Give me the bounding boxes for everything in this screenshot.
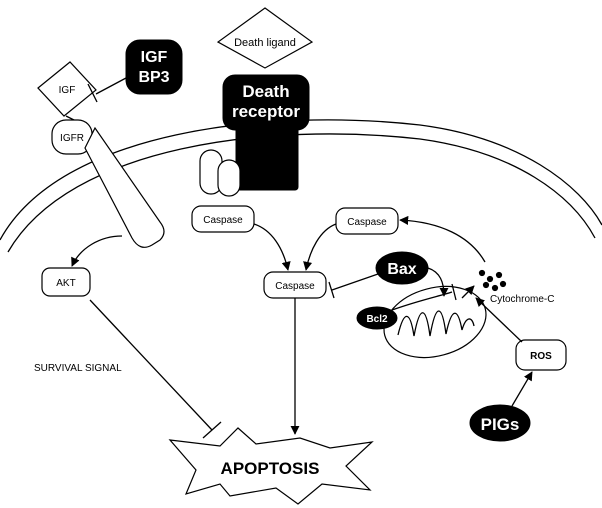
bax: Bax xyxy=(375,251,429,285)
death-receptor: Death receptor xyxy=(199,74,310,197)
bcl2-inhibition-bar xyxy=(451,283,457,301)
igfbp3-inhibition-bar xyxy=(87,83,98,103)
akt-inhibits-apoptosis xyxy=(89,299,213,431)
igf-label: IGF xyxy=(59,85,76,96)
ros: ROS xyxy=(515,339,567,371)
bax-inhibits-caspase xyxy=(331,273,379,291)
death-receptor-label-2: receptor xyxy=(232,102,300,121)
caspase-left: Caspase xyxy=(191,205,255,233)
caspase-center-label: Caspase xyxy=(275,281,315,292)
caspase-left-label: Caspase xyxy=(203,215,243,226)
cell-membrane-outer xyxy=(0,119,602,241)
igfr-to-akt-arrow xyxy=(71,235,123,267)
bax-inhibition-bar xyxy=(328,281,335,299)
igfr: IGFR xyxy=(51,115,165,248)
survival-signal-label: SURVIVAL SIGNAL xyxy=(34,363,122,374)
pigs-to-ros-arrow xyxy=(511,371,533,407)
akt-inhibition-bar xyxy=(202,421,222,439)
bax-label: Bax xyxy=(387,261,416,278)
caspase-center: Caspase xyxy=(263,271,327,299)
cell-membrane-inner xyxy=(7,133,596,253)
caspase-right-label: Caspase xyxy=(347,217,387,228)
igfr-label: IGFR xyxy=(60,133,84,144)
akt-label: AKT xyxy=(56,278,75,289)
bcl2: Bcl2 xyxy=(356,306,398,330)
igfbp3-inhibits-igf xyxy=(95,77,127,95)
death-receptor-label-1: Death xyxy=(242,82,289,101)
bax-to-mitochondrion-arrow xyxy=(427,267,449,297)
igfbp3: IGF BP3 xyxy=(125,39,183,95)
cytochrome-c-label: Cytochrome-C xyxy=(490,294,554,305)
pigs-label: PIGs xyxy=(481,415,520,434)
death-ligand-label: Death ligand xyxy=(234,37,296,49)
igf: IGF xyxy=(37,61,97,117)
igfbp3-label-1: IGF xyxy=(141,49,168,66)
ros-label: ROS xyxy=(530,351,552,362)
cytochrome-to-caspase-arrow xyxy=(399,215,486,263)
pigs: PIGs xyxy=(469,404,531,442)
caspase-right: Caspase xyxy=(335,207,399,235)
mito-to-cytochrome-arrow xyxy=(461,285,475,299)
cytochrome-c-dots xyxy=(478,269,507,292)
igfbp3-label-2: BP3 xyxy=(138,69,169,86)
caspase-left-to-center-arrow xyxy=(253,223,291,271)
apoptosis: APOPTOSIS xyxy=(168,427,374,505)
bcl2-label: Bcl2 xyxy=(366,314,388,325)
death-ligand: Death ligand xyxy=(216,7,314,69)
caspase-right-to-center-arrow xyxy=(303,223,337,271)
bcl2-inhibits-mito xyxy=(391,291,453,311)
apoptosis-label: APOPTOSIS xyxy=(221,459,320,478)
akt: AKT xyxy=(41,267,91,297)
ros-to-mito-arrow xyxy=(475,297,523,343)
